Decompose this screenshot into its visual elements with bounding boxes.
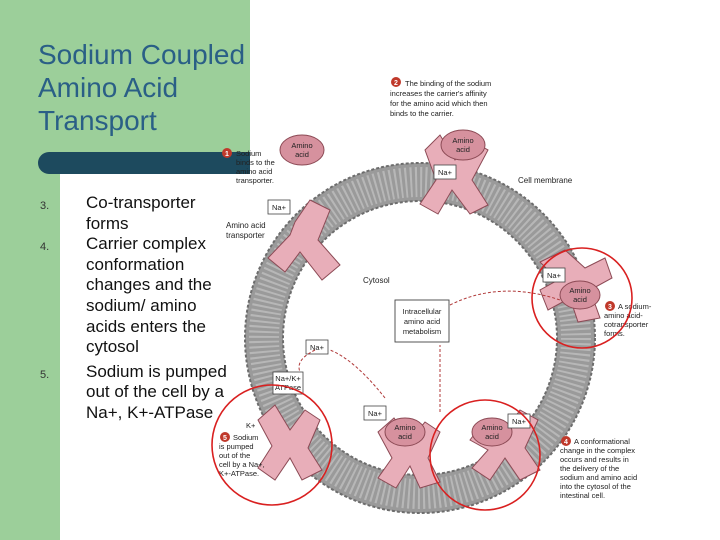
svg-text:increases the carrier's affini: increases the carrier's affinity xyxy=(390,89,487,98)
list-number: 3. xyxy=(40,200,50,212)
step-4-annotation: 4 A conformational change in the complex… xyxy=(560,436,637,500)
title-underline-bar xyxy=(38,152,250,174)
svg-text:A conformational: A conformational xyxy=(574,437,630,446)
svg-text:cell by a Na+,: cell by a Na+, xyxy=(219,460,265,469)
svg-text:for the amino acid which then: for the amino acid which then xyxy=(390,99,488,108)
step-1-annotation: 1 Sodium binds to the amino acid transpo… xyxy=(222,148,275,185)
amino-acid-blob: Amino acid xyxy=(384,417,426,447)
amino-acid-blob: Amino acid xyxy=(279,134,325,166)
svg-text:Na+: Na+ xyxy=(272,203,287,212)
step-3-annotation: 3 A sodium- amino acid- cotransporter fo… xyxy=(604,301,652,338)
svg-text:Amino: Amino xyxy=(481,423,502,432)
amino-acid-blob: Amino acid xyxy=(440,129,486,161)
sodium-box: Na+ xyxy=(267,199,291,215)
potassium-label: K+ xyxy=(246,421,256,430)
list-text: Sodium is pumped out of the cell by a Na… xyxy=(86,361,227,422)
sodium-box: Na+ xyxy=(305,339,329,355)
slide-title: Sodium Coupled Amino Acid Transport xyxy=(38,39,246,136)
svg-text:Amino: Amino xyxy=(569,286,590,295)
svg-text:Na+: Na+ xyxy=(310,343,325,352)
svg-text:Na+: Na+ xyxy=(547,271,562,280)
svg-text:into the cytosol of the: into the cytosol of the xyxy=(560,482,631,491)
svg-text:Amino: Amino xyxy=(291,141,312,150)
green-side-stripe xyxy=(0,160,60,540)
svg-text:5: 5 xyxy=(223,435,227,442)
svg-text:Na+: Na+ xyxy=(438,168,453,177)
svg-text:acid: acid xyxy=(456,145,470,154)
list-number: 4. xyxy=(40,241,50,254)
svg-text:the delivery of the: the delivery of the xyxy=(560,464,619,473)
list-text: Carrier complex conformation changes and… xyxy=(86,234,212,357)
list-item: 5. Sodium is pumped out of the cell by a… xyxy=(40,362,240,424)
svg-text:The binding of the sodium: The binding of the sodium xyxy=(405,79,491,88)
svg-text:amino acid: amino acid xyxy=(236,167,272,176)
svg-text:Sodium: Sodium xyxy=(233,433,258,442)
cell-membrane-label: Cell membrane xyxy=(518,176,573,185)
svg-text:Na+/K+: Na+/K+ xyxy=(275,374,301,383)
svg-text:forms.: forms. xyxy=(604,329,625,338)
green-header-block xyxy=(0,0,250,160)
svg-text:3: 3 xyxy=(608,304,612,311)
svg-text:Na+: Na+ xyxy=(368,409,383,418)
step-5-annotation: 5 Sodium is pumped out of the cell by a … xyxy=(219,432,265,478)
transporter-label: Amino acid transporter xyxy=(226,221,266,240)
svg-text:A sodium-: A sodium- xyxy=(618,302,652,311)
svg-text:amino acid: amino acid xyxy=(404,317,440,326)
cytosol-label: Cytosol xyxy=(363,276,390,285)
svg-text:metabolism: metabolism xyxy=(403,327,441,336)
svg-text:intestinal cell.: intestinal cell. xyxy=(560,491,605,500)
svg-text:acid: acid xyxy=(573,295,587,304)
svg-text:Amino: Amino xyxy=(394,423,415,432)
svg-text:Sodium: Sodium xyxy=(236,149,261,158)
svg-text:is pumped: is pumped xyxy=(219,442,254,451)
sodium-box: Na+ xyxy=(433,164,457,180)
svg-text:out of the: out of the xyxy=(219,451,250,460)
list-text: Co-transporter forms xyxy=(86,193,196,233)
svg-text:acid: acid xyxy=(485,432,499,441)
svg-text:transporter: transporter xyxy=(226,231,265,240)
metabolism-box: Intracellular amino acid metabolism xyxy=(394,299,450,343)
svg-text:Intracellular: Intracellular xyxy=(403,307,442,316)
svg-text:cotransporter: cotransporter xyxy=(604,320,649,329)
list-item: 3. Co-transporter forms xyxy=(40,193,240,234)
svg-text:2: 2 xyxy=(394,80,398,87)
svg-text:Na+: Na+ xyxy=(512,417,527,426)
list-item: 4. Carrier complex conformation changes … xyxy=(40,234,240,358)
list-number: 5. xyxy=(40,368,50,381)
highlight-circle-step5 xyxy=(211,384,333,506)
svg-text:change in the complex: change in the complex xyxy=(560,446,635,455)
svg-text:1: 1 xyxy=(225,151,229,158)
sodium-box: Na+ xyxy=(542,267,566,283)
highlight-circles xyxy=(211,247,633,511)
step-list: 3. Co-transporter forms 4. Carrier compl… xyxy=(40,193,240,424)
svg-text:amino acid-: amino acid- xyxy=(604,311,643,320)
amino-acid-blob: Amino acid xyxy=(559,280,601,310)
sodium-box: Na+ xyxy=(363,405,387,421)
svg-text:4: 4 xyxy=(564,439,568,446)
step-2-annotation: 2 The binding of the sodium increases th… xyxy=(390,77,491,118)
svg-text:binds to the: binds to the xyxy=(236,158,275,167)
highlight-circle-step4 xyxy=(429,399,541,511)
na-k-atpase xyxy=(257,404,323,481)
svg-text:K+-ATPase.: K+-ATPase. xyxy=(219,469,259,478)
svg-text:Amino: Amino xyxy=(452,136,473,145)
flow-arrows xyxy=(298,290,561,412)
svg-text:acid: acid xyxy=(398,432,412,441)
amino-acid-blob: Amino acid xyxy=(471,417,513,447)
highlight-circle-step3 xyxy=(531,247,633,349)
sodium-box: Na+ xyxy=(507,413,531,429)
svg-text:sodium and amino acid: sodium and amino acid xyxy=(560,473,637,482)
amino-acid-transporter-top xyxy=(267,199,341,281)
svg-text:occurs and results in: occurs and results in xyxy=(560,455,629,464)
svg-text:transporter.: transporter. xyxy=(236,176,274,185)
svg-text:acid: acid xyxy=(295,150,309,159)
svg-text:binds to the carrier.: binds to the carrier. xyxy=(390,109,454,118)
svg-text:Amino acid: Amino acid xyxy=(226,221,266,230)
